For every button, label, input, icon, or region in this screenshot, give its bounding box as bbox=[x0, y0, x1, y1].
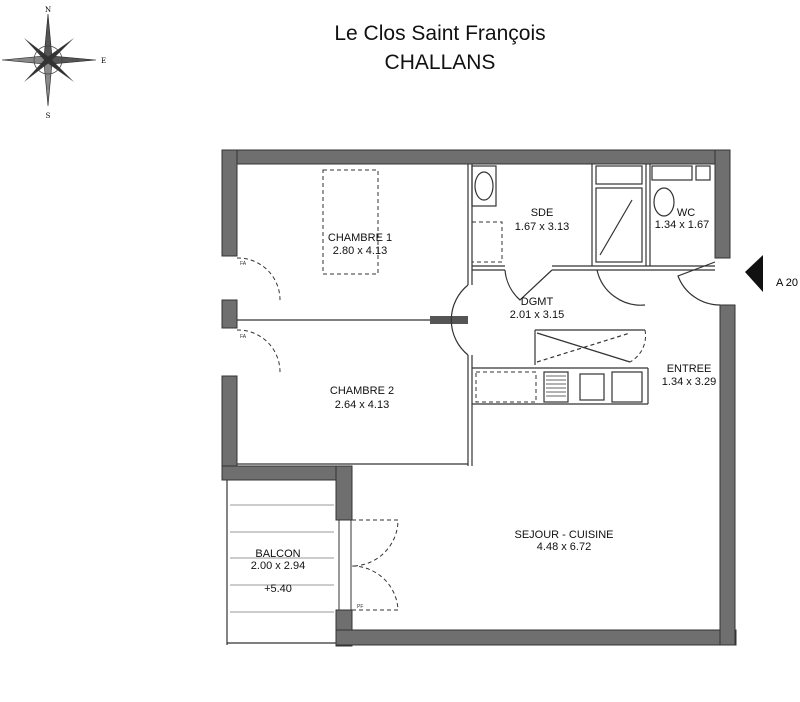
room-balcon: BALCON 2.00 x 2.94 +5.40 bbox=[251, 548, 305, 595]
room-dimensions: 2.64 x 4.13 bbox=[335, 399, 389, 411]
room-dimensions: 2.00 x 2.94 bbox=[251, 560, 305, 572]
city-name: CHALLANS bbox=[385, 51, 496, 74]
room-dgmt: DGMT 2.01 x 3.15 bbox=[510, 296, 564, 321]
doors bbox=[236, 257, 721, 611]
room-sde: SDE 1.67 x 3.13 bbox=[515, 207, 569, 233]
interior-walls bbox=[237, 164, 715, 466]
fixtures bbox=[322, 165, 711, 403]
balcony-deck bbox=[226, 480, 336, 645]
room-name: SDE bbox=[531, 207, 554, 219]
window-label-chambre-2: FA bbox=[240, 334, 247, 340]
east-label: E bbox=[101, 57, 106, 65]
room-wc: WC 1.34 x 1.67 bbox=[655, 207, 709, 231]
project-title: Le Clos Saint François bbox=[334, 22, 545, 45]
floor-level: +5.40 bbox=[264, 583, 292, 595]
room-sejour-cuisine: SEJOUR - CUISINE 4.48 x 6.72 bbox=[514, 529, 613, 553]
south-label: S bbox=[46, 112, 51, 120]
compass-rose-icon: N E S bbox=[1, 6, 106, 120]
room-chambre-1: CHAMBRE 1 2.80 x 4.13 bbox=[328, 232, 392, 257]
room-chambre-2: CHAMBRE 2 2.64 x 4.13 bbox=[330, 385, 394, 411]
room-dimensions: 1.34 x 1.67 bbox=[655, 219, 709, 231]
room-entree: ENTREE 1.34 x 3.29 bbox=[662, 363, 716, 388]
room-dimensions: 1.67 x 3.13 bbox=[515, 221, 569, 233]
room-name: BALCON bbox=[255, 548, 300, 560]
room-name: WC bbox=[677, 207, 695, 219]
north-label: N bbox=[45, 6, 51, 14]
room-name: SEJOUR - CUISINE bbox=[514, 529, 613, 541]
patio-door-label: PF bbox=[357, 604, 363, 610]
room-dimensions: 2.01 x 3.15 bbox=[510, 309, 564, 321]
room-name: ENTREE bbox=[667, 363, 712, 375]
entrance-label: A 20 bbox=[776, 277, 798, 289]
window-label-chambre-1: FA bbox=[240, 261, 247, 267]
room-name: DGMT bbox=[521, 296, 554, 308]
exterior-walls bbox=[221, 149, 737, 647]
room-dimensions: 1.34 x 3.29 bbox=[662, 376, 716, 388]
entrance-arrow-icon bbox=[745, 255, 763, 292]
room-name: CHAMBRE 1 bbox=[328, 232, 392, 244]
room-dimensions: 2.80 x 4.13 bbox=[333, 245, 387, 257]
room-dimensions: 4.48 x 6.72 bbox=[537, 541, 591, 553]
room-name: CHAMBRE 2 bbox=[330, 385, 394, 397]
